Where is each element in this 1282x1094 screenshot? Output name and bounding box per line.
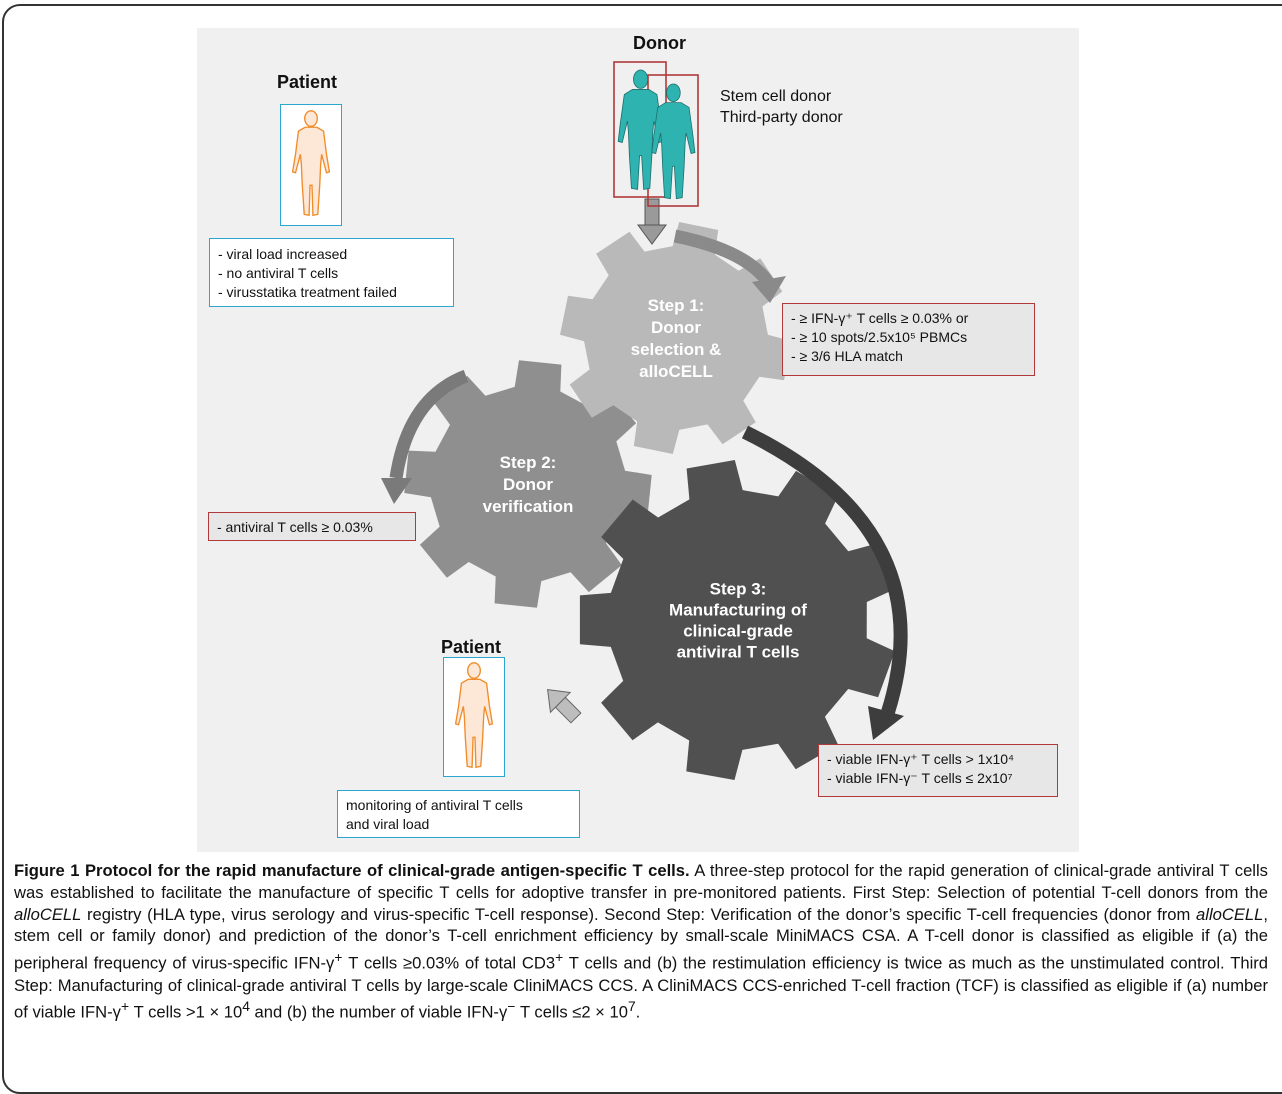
caption-sup-plus-3: + — [120, 998, 130, 1015]
gear-step1-label-line: Step 1: — [648, 296, 705, 315]
caption-title: Protocol for the rapid manufacture of cl… — [84, 861, 690, 880]
gear-step2-label-line: Step 2: — [500, 453, 557, 472]
gear-step3-label-line: clinical-grade — [683, 622, 793, 641]
gear-step3-label-line: antiviral T cells — [677, 643, 800, 662]
patient-note-viral-load: - viral load increased — [218, 246, 348, 262]
patient-bottom-figure — [443, 657, 505, 777]
caption-sup-minus: − — [507, 998, 516, 1015]
gear-step2-label-line: Donor — [503, 475, 553, 494]
donor-label: Donor — [633, 33, 686, 53]
donor-types: Stem cell donor Third-party donor — [720, 86, 843, 128]
caption-text-9: . — [635, 1002, 641, 1022]
gear-step1-label-line: selection & — [631, 340, 722, 359]
step3-criterion-ifn-plus: - viable IFN-γ⁺ T cells > 1x10⁴ — [827, 751, 1015, 767]
patient-top-figure — [280, 104, 342, 226]
caption-text-5: T cells and (b) the restimulation effici… — [14, 953, 1269, 1022]
figure-caption: Figure 1 Protocol for the rapid manufact… — [14, 860, 1268, 1024]
caption-allocell-2: alloCELL — [1196, 904, 1264, 924]
donor-type-third-party: Third-party donor — [720, 109, 843, 126]
caption-sup-plus-1: + — [334, 949, 343, 966]
step2-criterion-tcells: - antiviral T cells ≥ 0.03% — [217, 519, 373, 535]
gear-step1-label-line: Donor — [651, 318, 701, 337]
step2-criteria: - antiviral T cells ≥ 0.03% — [208, 512, 416, 541]
curved-arrow-step3-head — [868, 706, 904, 740]
patient-bottom-label: Patient — [441, 637, 502, 657]
patient-arrow — [547, 689, 582, 724]
caption-text-6: T cells >1 × 10 — [133, 1002, 243, 1022]
donor-figures — [613, 61, 699, 207]
curve-arrows-layer — [381, 229, 908, 740]
step1-criteria: - ≥ IFN-γ⁺ T cells ≥ 0.03% or - ≥ 10 spo… — [782, 303, 1035, 376]
donor-type-stem-cell: Stem cell donor — [720, 88, 832, 105]
caption-text-7: and (b) the number of viable IFN-γ — [254, 1002, 508, 1022]
caption-text-1: A three-step protocol for the rapid gene… — [14, 861, 1268, 902]
caption-text-2: registry (HLA type, virus serology and v… — [87, 904, 1191, 924]
patient-bottom-note-2: and viral load — [346, 816, 430, 832]
gear-step2-label-line: verification — [483, 497, 574, 516]
step1-criterion-ifn: - ≥ IFN-γ⁺ T cells ≥ 0.03% or — [791, 310, 969, 326]
patient-bottom-note-1: monitoring of antiviral T cells — [346, 797, 523, 813]
caption-sup-7: 7 — [627, 998, 636, 1015]
patient-bottom-notes: monitoring of antiviral T cells and vira… — [337, 790, 580, 838]
patient-top-notes: - viral load increased - no antiviral T … — [209, 238, 454, 307]
caption-text-4: T cells ≥0.03% of total CD3 — [348, 953, 556, 973]
step1-criterion-hla: - ≥ 3/6 HLA match — [791, 348, 903, 364]
step3-criterion-ifn-minus: - viable IFN-γ⁻ T cells ≤ 2x10⁷ — [827, 770, 1013, 786]
gear-labels-layer: Step 1: Donor selection & alloCELL Step 2: Do… — [483, 296, 808, 662]
step1-criterion-spots: - ≥ 10 spots/2.5x10⁵ PBMCs — [791, 329, 968, 345]
curved-arrow-step3 — [741, 425, 908, 715]
donor-person-icon — [651, 83, 696, 200]
caption-sup-plus-2: + — [555, 949, 564, 966]
curved-arrow-step2 — [389, 369, 469, 479]
gear-step3-label-line: Manufacturing of — [669, 601, 807, 620]
curved-arrow-step2-head — [381, 478, 412, 504]
gear-step1-label-line: alloCELL — [639, 362, 713, 381]
caption-sup-4: 4 — [242, 998, 250, 1015]
patient-top-label: Patient — [277, 72, 338, 92]
person-outline-icon — [454, 662, 494, 769]
caption-allocell-1: alloCELL — [14, 904, 82, 924]
gears-layer — [404, 222, 895, 780]
person-outline-icon — [291, 110, 331, 217]
gear-step1 — [560, 222, 792, 454]
gear-step3-label-line: Step 3: — [710, 580, 767, 599]
caption-figure-label: Figure 1 — [14, 861, 80, 880]
patient-note-treatment-failed: - virusstatika treatment failed — [218, 284, 397, 300]
caption-text-3: , stem cell or family donor) and predict… — [14, 904, 1268, 973]
gear-step3 — [579, 460, 895, 780]
curved-arrow-step1 — [673, 229, 774, 287]
curved-arrow-step1-head — [752, 276, 786, 303]
gear-step2 — [404, 360, 652, 608]
step3-criteria: - viable IFN-γ⁺ T cells > 1x10⁴ - viable… — [818, 744, 1058, 797]
caption-text-8: T cells ≤2 × 10 — [519, 1002, 628, 1022]
patient-note-no-tcells: - no antiviral T cells — [218, 265, 339, 281]
